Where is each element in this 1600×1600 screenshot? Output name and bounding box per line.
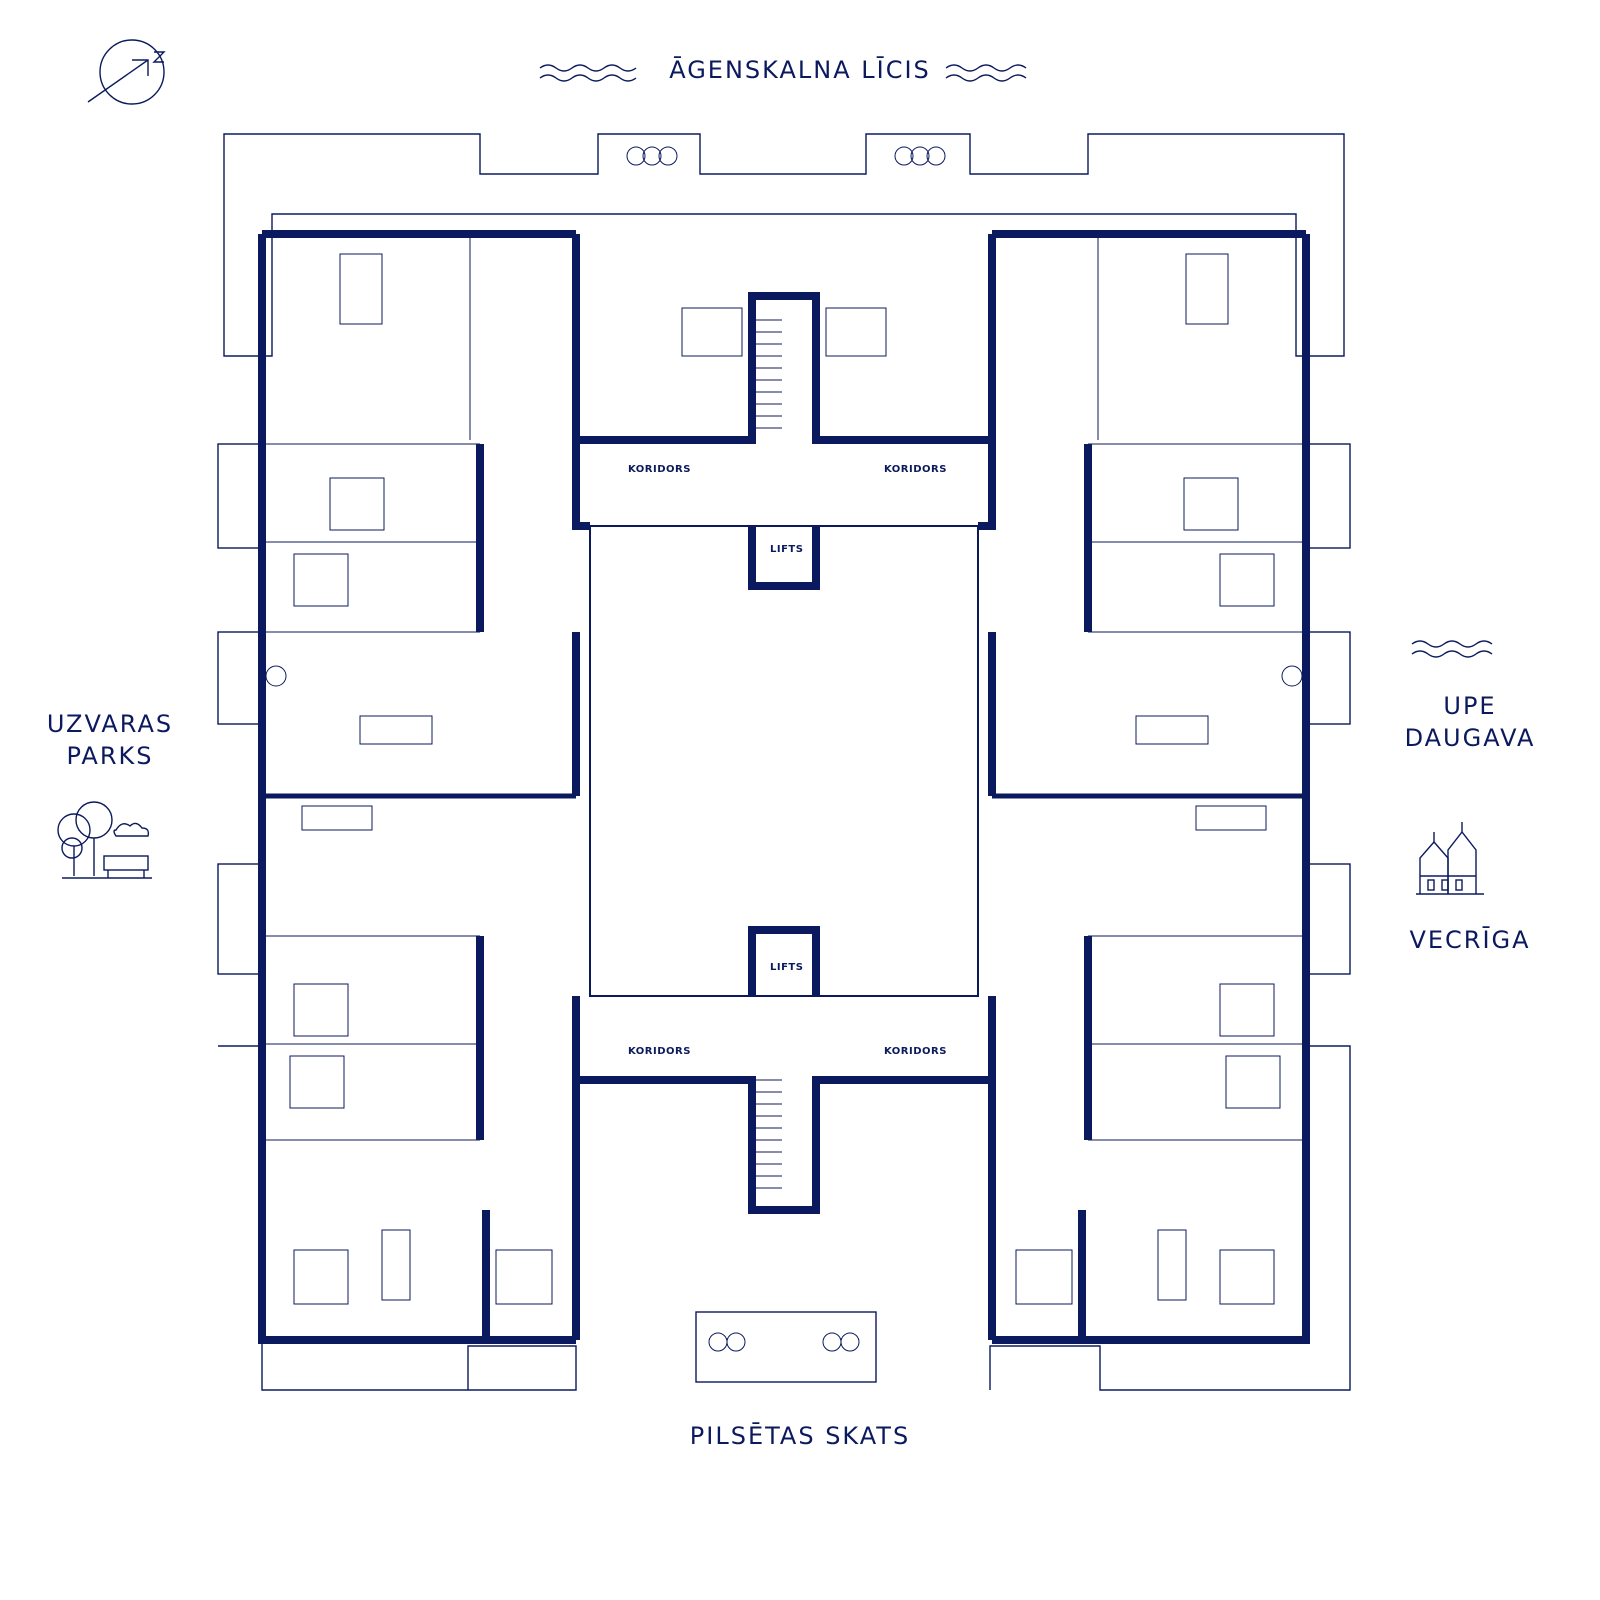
north-compass-icon <box>87 39 166 105</box>
west-view-label: UZVARAS PARKS <box>20 708 200 772</box>
corridor-label-se: KORIDORS <box>884 1046 947 1057</box>
corridor-label-ne: KORIDORS <box>884 464 947 475</box>
south-view-label: PILSĒTAS SKATS <box>689 1422 911 1450</box>
lift-label-north: LIFTS <box>770 544 803 555</box>
corridor-label-sw: KORIDORS <box>628 1046 691 1057</box>
corridor-label-nw: KORIDORS <box>628 464 691 475</box>
east-view-label: UPE DAUGAVA <box>1390 690 1550 754</box>
east-view-line2: DAUGAVA <box>1404 724 1536 752</box>
west-view-line2: PARKS <box>66 742 154 770</box>
waves-icon <box>539 64 1493 658</box>
old-town-label: VECRĪGA <box>1409 926 1531 954</box>
lift-label-south: LIFTS <box>770 962 803 973</box>
park-tree-bench-icon <box>57 801 152 879</box>
east-view-line1: UPE <box>1443 692 1497 720</box>
north-view-label: ĀGENSKALNA LĪCIS <box>669 56 931 84</box>
old-town-church-icon <box>1416 822 1484 895</box>
west-view-line1: UZVARAS <box>46 710 174 738</box>
